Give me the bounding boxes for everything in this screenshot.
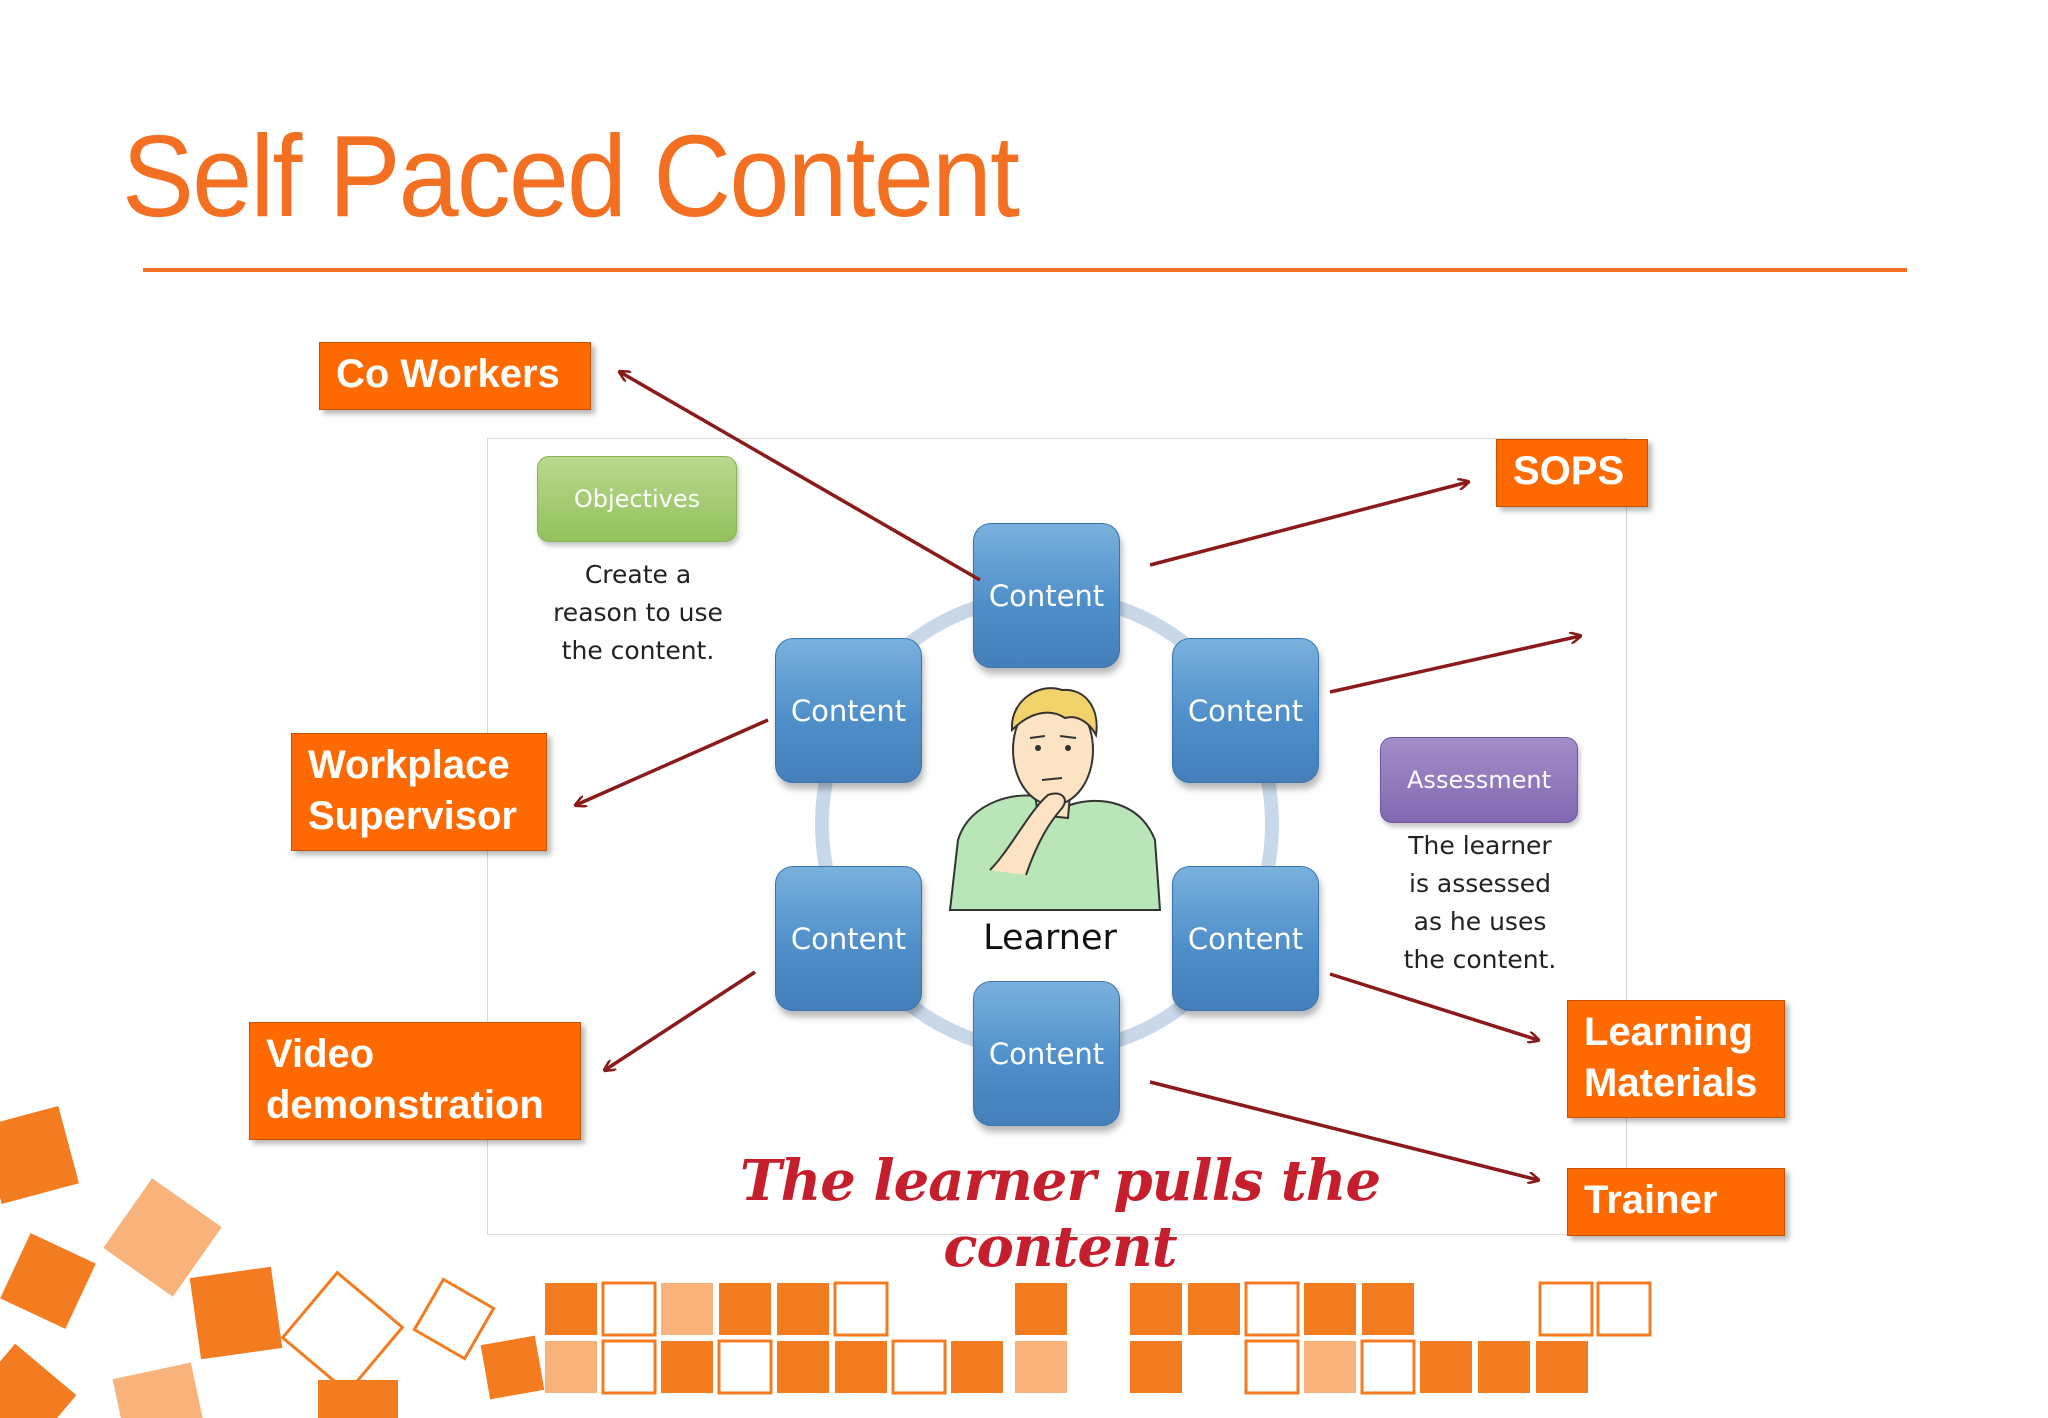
arrow-to-trainer [1149, 1080, 1538, 1180]
decorative-square [1244, 1281, 1300, 1337]
video-demonstration-line-2: demonstration [266, 1083, 544, 1128]
assessment-line-2: is assessed [1409, 869, 1551, 898]
workplace-supervisor-line-2: Supervisor [308, 794, 517, 839]
arrow-to-right-blank [1329, 636, 1580, 694]
decorative-square [1304, 1283, 1356, 1335]
decorative-square [661, 1341, 713, 1393]
decorative-square [0, 1106, 79, 1204]
content-node-top: Content [973, 523, 1120, 668]
arrow-to-workplace-supervisor [576, 718, 769, 805]
workplace-supervisor-label: Workplace Supervisor [291, 733, 547, 851]
decorative-square [1596, 1281, 1652, 1337]
learner-label: Learner [983, 918, 1117, 958]
decorative-square [777, 1283, 829, 1335]
content-node-lower-right: Content [1172, 866, 1319, 1011]
page-title: Self Paced Content [122, 111, 1020, 241]
assessment-line-1: The learner [1408, 831, 1552, 860]
decorative-square [1362, 1283, 1414, 1335]
objectives-pill: Objectives [537, 456, 737, 542]
tagline: The learner pulls the content [739, 1148, 1381, 1280]
decorative-square [1244, 1339, 1300, 1395]
objectives-line-3: the content. [561, 636, 715, 665]
decorative-square [833, 1281, 889, 1337]
co-workers-text: Co Workers [336, 352, 560, 396]
decorative-square [545, 1341, 597, 1393]
decorative-square [835, 1341, 887, 1393]
decorative-square [103, 1178, 222, 1297]
content-node-upper-left: Content [775, 638, 922, 783]
thinking-man-icon [948, 687, 1162, 911]
learning-materials-line-2: Materials [1584, 1061, 1758, 1106]
decorative-square [601, 1281, 657, 1337]
decorative-square [545, 1283, 597, 1335]
decorative-square [1538, 1281, 1594, 1337]
assessment-pill: Assessment [1380, 737, 1578, 823]
video-demonstration-line-1: Video [266, 1032, 375, 1076]
decorative-square [1015, 1283, 1067, 1335]
decorative-square [1130, 1283, 1182, 1335]
trainer-label: Trainer [1567, 1168, 1785, 1236]
decorative-square [0, 1343, 77, 1418]
objectives-line-1: Create a [584, 560, 692, 589]
learning-materials-label: Learning Materials [1567, 1000, 1785, 1118]
decorative-square [1420, 1341, 1472, 1393]
trainer-text: Trainer [1584, 1178, 1718, 1222]
sops-label: SOPS [1496, 439, 1648, 507]
decorative-square [318, 1380, 398, 1418]
decorative-square [412, 1277, 496, 1361]
sops-text: SOPS [1513, 449, 1625, 493]
decorative-square [189, 1266, 283, 1360]
assessment-line-3: as he uses [1413, 907, 1547, 936]
decorative-square [280, 1270, 405, 1395]
decorative-square [1360, 1339, 1416, 1395]
decorative-square [1130, 1341, 1182, 1393]
decorative-square [777, 1341, 829, 1393]
learning-materials-line-1: Learning [1584, 1010, 1753, 1054]
decorative-square [661, 1283, 713, 1335]
decorative-square [719, 1283, 771, 1335]
decorative-square [480, 1335, 545, 1400]
decorative-square [951, 1341, 1003, 1393]
co-workers-label: Co Workers [319, 342, 591, 410]
arrow-to-video-demonstration [605, 970, 756, 1070]
decorative-square [0, 1233, 96, 1329]
decorative-square [717, 1339, 773, 1395]
workplace-supervisor-line-1: Workplace [308, 743, 510, 787]
objectives-line-2: reason to use [553, 598, 723, 627]
assessment-line-4: the content. [1403, 945, 1557, 974]
decorative-square [1015, 1341, 1067, 1393]
objectives-description: Create a reason to use the content. [528, 556, 748, 670]
arrow-to-learning-materials [1329, 972, 1538, 1040]
decorative-square [1536, 1341, 1588, 1393]
decorative-square [1478, 1341, 1530, 1393]
title-divider [143, 268, 1907, 272]
arrow-to-sops [1149, 482, 1468, 567]
decorative-square [1304, 1341, 1356, 1393]
decorative-square [601, 1339, 657, 1395]
content-node-bottom: Content [973, 981, 1120, 1126]
decorative-square [891, 1339, 947, 1395]
arrow-to-co-workers [620, 372, 981, 582]
assessment-description: The learner is assessed as he uses the c… [1370, 827, 1590, 979]
video-demonstration-label: Video demonstration [249, 1022, 581, 1140]
decorative-square [1188, 1283, 1240, 1335]
decorative-square [112, 1362, 208, 1418]
content-node-upper-right: Content [1172, 638, 1319, 783]
content-node-lower-left: Content [775, 866, 922, 1011]
